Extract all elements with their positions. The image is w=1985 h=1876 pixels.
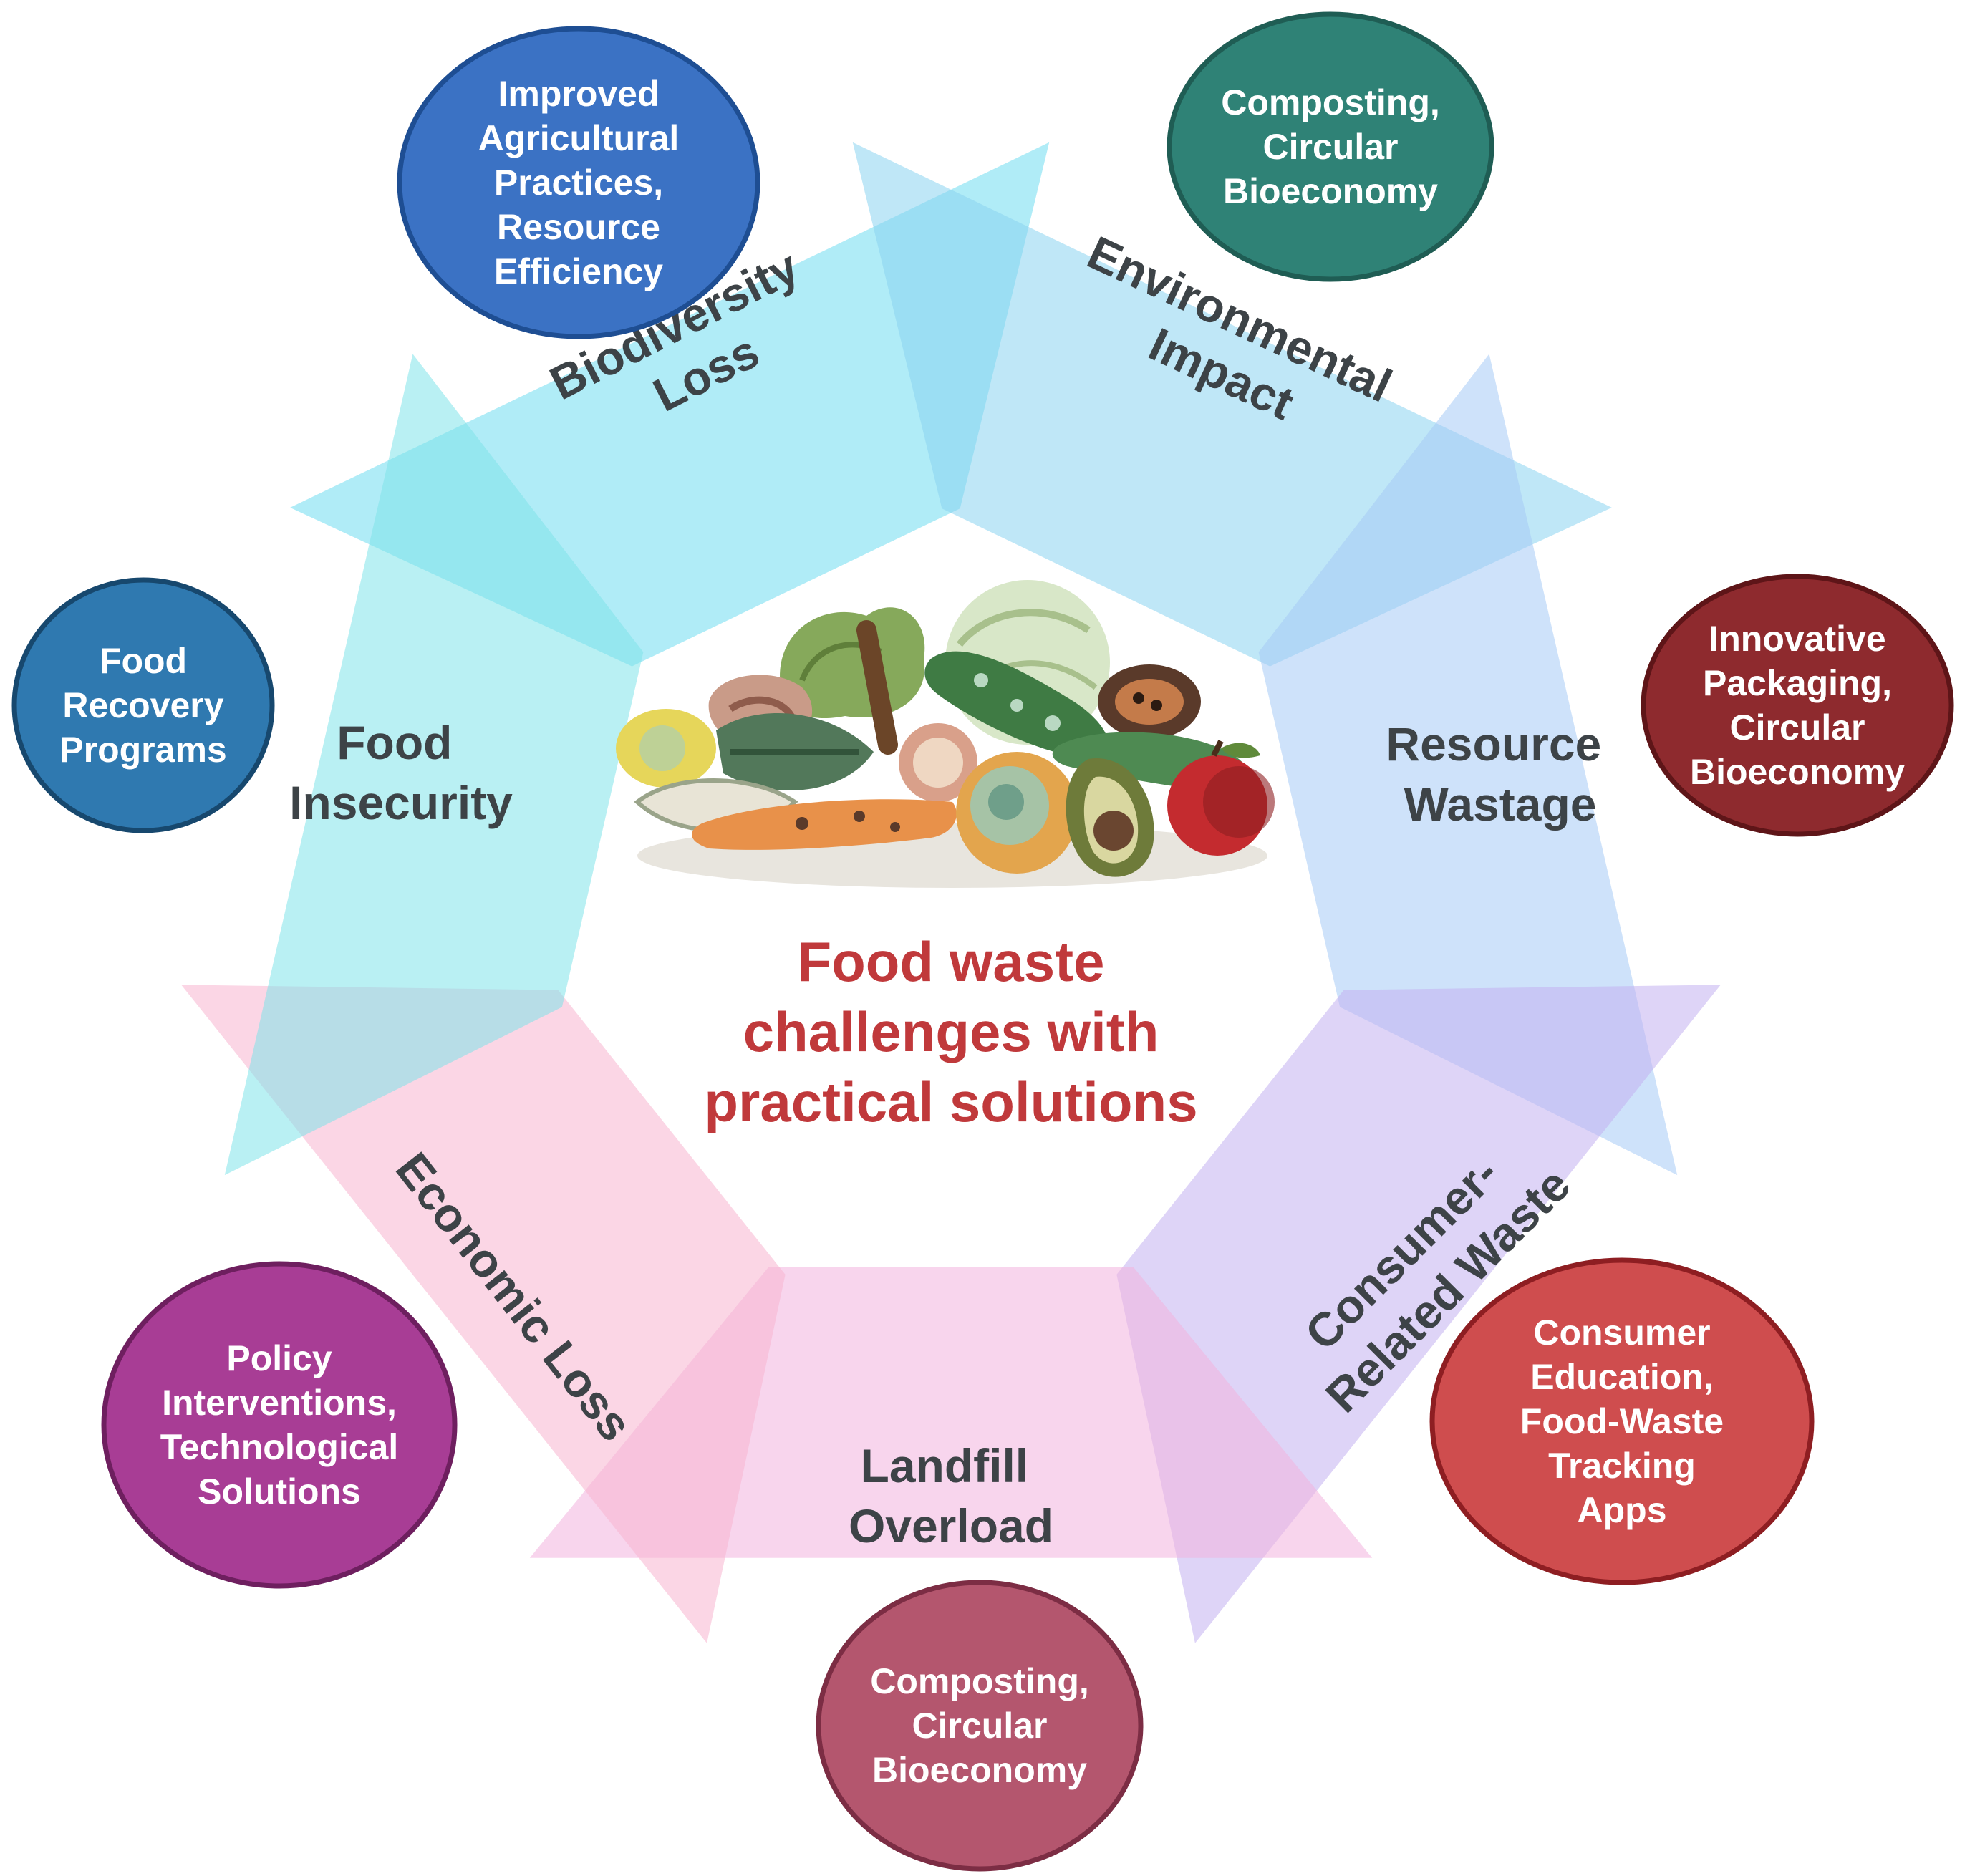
solution-text-environmental-impact-line-2: Circular <box>1263 127 1399 167</box>
solution-text-economic-loss-line-4: Solutions <box>198 1471 361 1512</box>
segment-economic-loss <box>181 985 786 1643</box>
solution-text-resource-wastage-line-3: Circular <box>1730 707 1865 748</box>
solution-text-biodiversity-loss-line-2: Agricultural <box>478 118 680 158</box>
solution-text-consumer-related-waste-line-2: Education, <box>1530 1357 1714 1397</box>
title-line-3: practical solutions <box>704 1070 1197 1133</box>
solution-circle-resource-wastage <box>1641 574 1954 837</box>
solution-text-biodiversity-loss-line-3: Practices, <box>494 163 663 203</box>
label-food-insecurity-line-1: Food <box>337 716 452 769</box>
solution-text-biodiversity-loss-line-4: Resource <box>497 207 660 247</box>
solution-text-consumer-related-waste-line-1: Consumer <box>1533 1312 1710 1353</box>
solution-circle-landfill-overload <box>816 1580 1144 1872</box>
solution-text-food-insecurity-line-3: Programs <box>59 730 226 770</box>
solution-circle-food-insecurity <box>11 577 275 833</box>
diagram-title: Food waste challenges with practical sol… <box>704 930 1197 1133</box>
rotting-vegetables-illustration <box>616 580 1275 888</box>
label-resource-wastage-line-2: Wastage <box>1404 778 1597 831</box>
solution-text-resource-wastage-line-2: Packaging, <box>1703 663 1892 703</box>
solution-text-economic-loss-line-1: Policy <box>226 1338 332 1378</box>
solution-bubbles: ImprovedAgriculturalPractices,ResourceEf… <box>11 11 1954 1872</box>
solution-text-consumer-related-waste-line-3: Food-Waste <box>1520 1401 1724 1441</box>
label-landfill-overload: Landfill Overload <box>849 1439 1053 1552</box>
solution-text-economic-loss-line-2: Interventions, <box>162 1383 397 1423</box>
solution-circle-economic-loss <box>101 1261 458 1589</box>
challenge-segments <box>181 142 1721 1643</box>
solution-text-food-insecurity-line-1: Food <box>100 641 187 681</box>
label-landfill-overload-line-2: Overload <box>849 1499 1053 1552</box>
segment-food-insecurity <box>224 354 644 1176</box>
segment-resource-wastage <box>1258 354 1678 1176</box>
solution-text-biodiversity-loss-line-1: Improved <box>498 74 659 114</box>
solution-text-consumer-related-waste-line-5: Apps <box>1578 1490 1667 1530</box>
solution-text-resource-wastage-line-1: Innovative <box>1709 619 1885 659</box>
solution-text-landfill-overload-line-1: Composting, <box>870 1661 1089 1701</box>
solution-text-consumer-related-waste-line-4: Tracking <box>1548 1446 1696 1486</box>
label-food-insecurity-line-2: Insecurity <box>289 776 513 829</box>
label-resource-wastage: Resource Wastage <box>1386 717 1614 831</box>
solution-text-resource-wastage-line-4: Bioeconomy <box>1690 752 1905 792</box>
solution-text-environmental-impact-line-3: Bioeconomy <box>1223 171 1438 211</box>
solution-text-food-insecurity-line-2: Recovery <box>62 685 223 725</box>
label-landfill-overload-line-1: Landfill <box>861 1439 1029 1492</box>
solution-circle-biodiversity-loss <box>397 26 760 339</box>
solution-circle-environmental-impact <box>1167 11 1494 282</box>
solution-text-biodiversity-loss-line-5: Efficiency <box>494 251 663 291</box>
solution-text-economic-loss-line-3: Technological <box>160 1427 398 1467</box>
solution-bubble-economic-loss: PolicyInterventions,TechnologicalSolutio… <box>101 1261 458 1589</box>
solution-text-environmental-impact-line-1: Composting, <box>1221 82 1440 122</box>
solution-bubble-biodiversity-loss: ImprovedAgriculturalPractices,ResourceEf… <box>397 26 760 339</box>
solution-text-landfill-overload-line-3: Bioeconomy <box>872 1750 1087 1790</box>
solution-circle-consumer-related-waste <box>1429 1257 1815 1585</box>
solution-text-landfill-overload-line-2: Circular <box>912 1706 1048 1746</box>
label-resource-wastage-line-1: Resource <box>1386 717 1601 770</box>
title-line-1: Food waste <box>797 930 1104 993</box>
label-food-insecurity: Food Insecurity <box>289 716 513 829</box>
title-line-2: challenges with <box>743 1000 1159 1063</box>
